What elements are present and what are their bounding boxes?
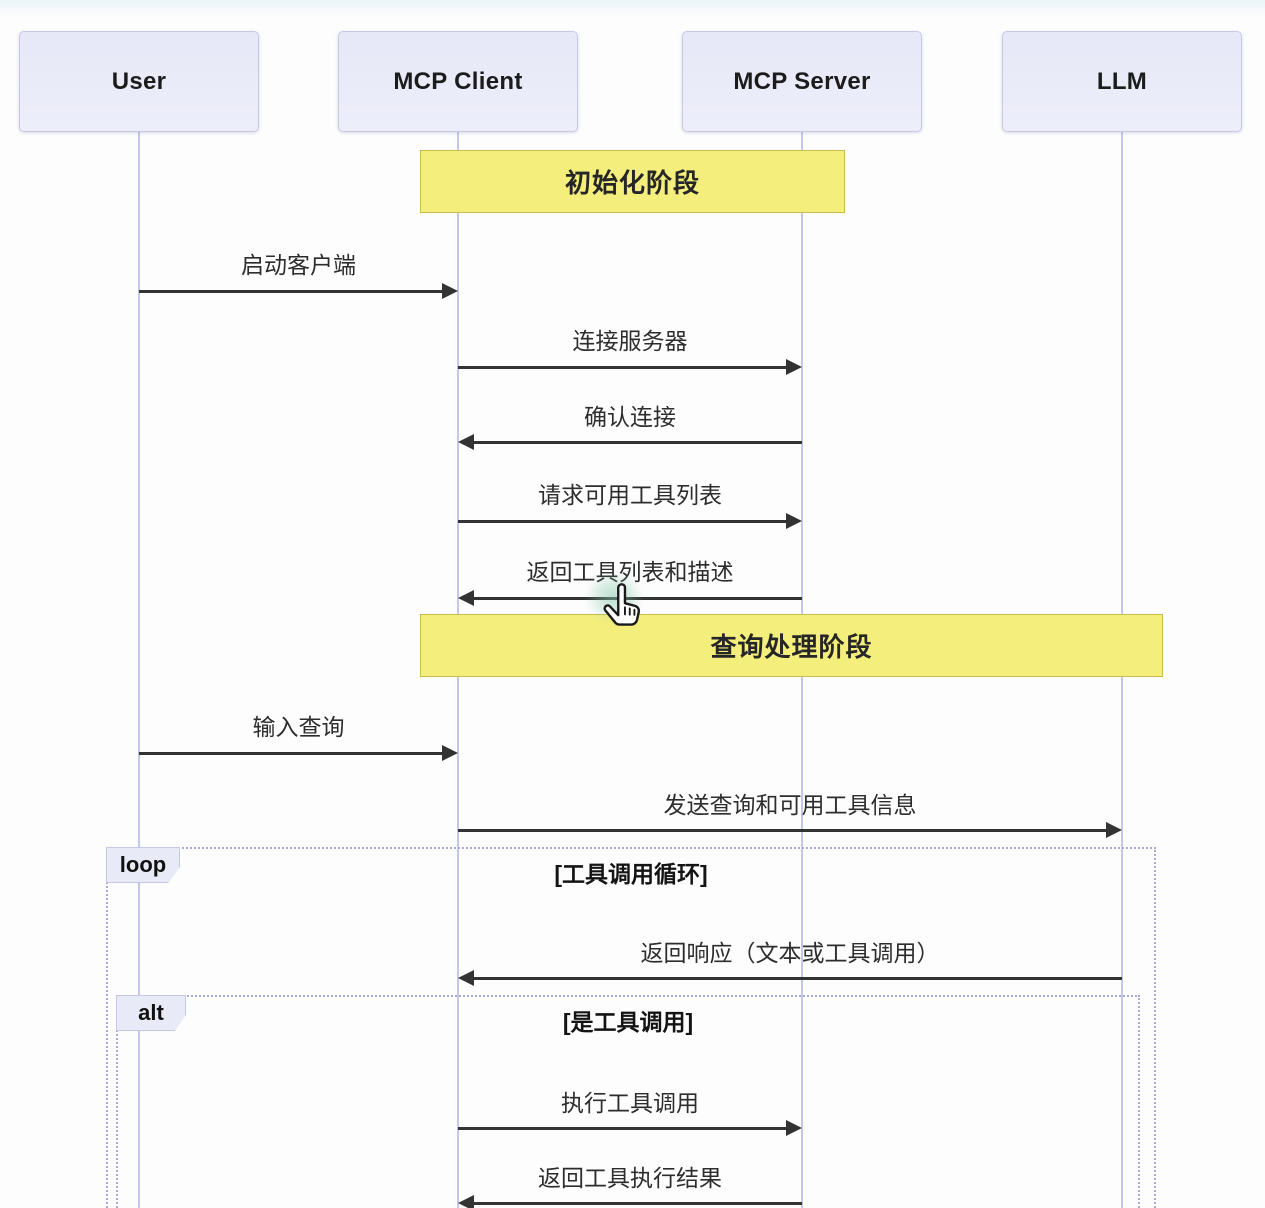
- participant-label: MCP Server: [733, 67, 871, 95]
- participant-label: MCP Client: [393, 67, 523, 95]
- arrow-head: [442, 745, 458, 761]
- message-label: 返回工具执行结果: [538, 1165, 722, 1191]
- message-arrow-line: [139, 751, 444, 755]
- message-label: 确认连接: [584, 404, 676, 430]
- lifeline-user: [138, 132, 140, 1208]
- message-label: 输入查询: [252, 714, 345, 740]
- background-tint: [0, 0, 1265, 16]
- message-arrow-line: [458, 519, 788, 523]
- phase-label: 初始化阶段: [564, 168, 700, 198]
- arrow-head: [1106, 822, 1122, 838]
- message-arrow-line: [139, 289, 444, 293]
- message-arrow-line: [458, 365, 788, 369]
- message-label: 执行工具调用: [561, 1090, 699, 1116]
- loop-condition: [工具调用循环]: [554, 861, 708, 887]
- phase-label: 查询处理阶段: [710, 632, 873, 662]
- alt-condition: [是工具调用]: [562, 1009, 694, 1035]
- arrow-head: [786, 359, 802, 375]
- message-arrow-line: [474, 976, 1122, 980]
- arrow-head: [458, 590, 474, 606]
- arrow-head: [458, 1195, 474, 1208]
- arrow-head: [458, 434, 474, 450]
- arrow-head: [786, 513, 802, 529]
- phase-banner-initialization: 初始化阶段: [420, 150, 845, 213]
- message-label: 请求可用工具列表: [538, 482, 722, 508]
- phase-banner-query-processing: 查询处理阶段: [420, 614, 1163, 677]
- alt-keyword: alt: [138, 1000, 164, 1025]
- participant-label: User: [111, 67, 167, 95]
- participant-box-llm: LLM: [1002, 31, 1242, 132]
- participant-box-user: User: [19, 31, 259, 132]
- message-label: 发送查询和可用工具信息: [663, 792, 917, 818]
- message-label: 启动客户端: [241, 252, 356, 278]
- message-arrow-line: [458, 1126, 788, 1130]
- message-label: 返回响应（文本或工具调用）: [640, 940, 940, 966]
- arrow-head: [442, 283, 458, 299]
- message-arrow-line: [474, 440, 802, 444]
- alt-label-tab: alt: [116, 995, 186, 1031]
- arrow-head: [786, 1120, 802, 1136]
- loop-keyword: loop: [119, 852, 167, 877]
- message-arrow-line: [458, 828, 1108, 832]
- alt-frame: [116, 995, 1140, 1208]
- participant-box-mcp-server: MCP Server: [682, 31, 922, 132]
- loop-label-tab: loop: [106, 847, 180, 883]
- message-arrow-line: [474, 1201, 802, 1205]
- participant-label: LLM: [1096, 67, 1148, 95]
- loop-frame: [106, 847, 1156, 1208]
- arrow-head: [458, 970, 474, 986]
- message-label: 连接服务器: [572, 328, 688, 354]
- participant-box-mcp-client: MCP Client: [338, 31, 578, 132]
- hand-pointer-icon: [603, 583, 641, 626]
